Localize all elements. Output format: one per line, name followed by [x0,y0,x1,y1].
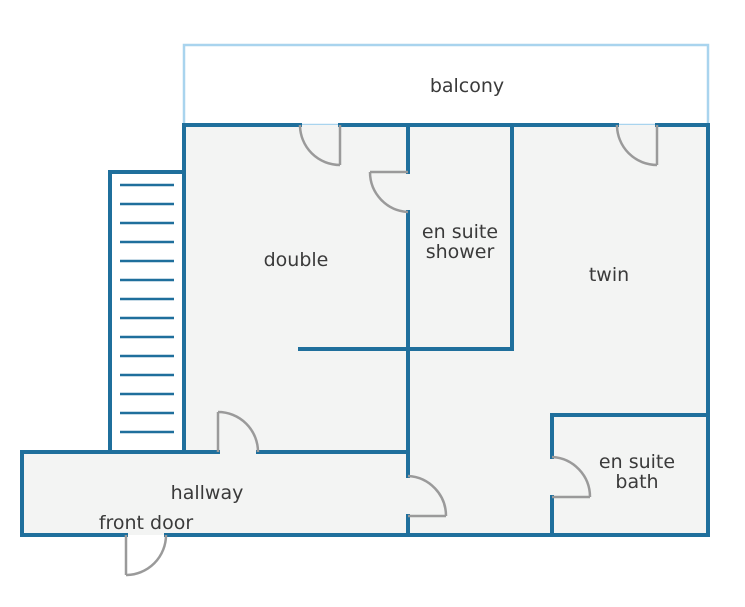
door-shower [368,170,409,214]
walls [20,123,710,537]
door-balcony-double [298,124,342,167]
staircase-icon [120,183,174,434]
label-twin: twin [589,264,629,286]
stairs-floor [110,172,184,452]
doors [124,124,659,577]
balcony-area [182,43,710,127]
label-en-suite-bath-line2: bath [615,471,658,493]
label-en-suite-shower-line2: shower [426,241,495,263]
hallway-floor [22,452,408,535]
door-double-hallway [216,410,260,453]
label-en-suite-bath-line1: en suite [599,451,675,473]
door-bath [551,455,592,499]
door-front [124,534,168,577]
label-balcony: balcony [430,75,504,97]
label-hallway: hallway [171,482,244,504]
label-front-door: front door [99,512,194,534]
label-en-suite-shower-line1: en suite [422,221,498,243]
door-balcony-twin [615,124,659,167]
label-double: double [264,249,329,271]
door-hallway-twin [407,474,448,518]
